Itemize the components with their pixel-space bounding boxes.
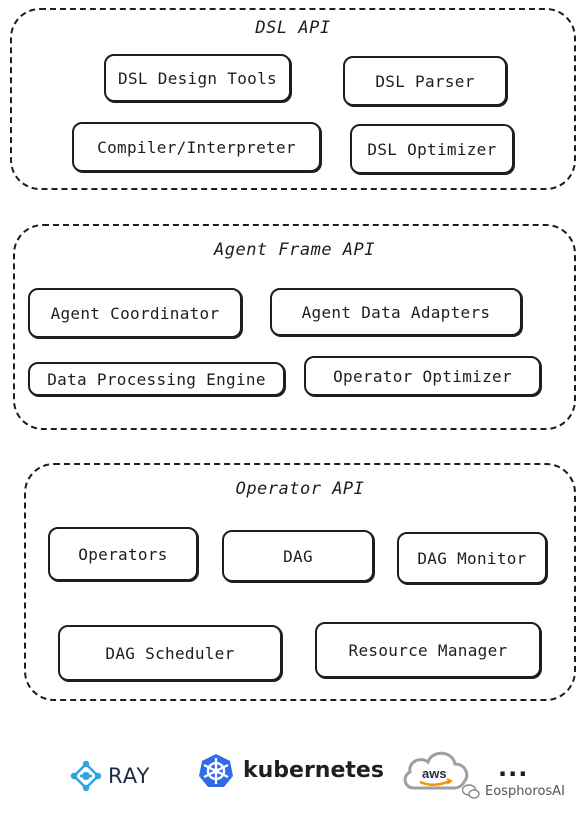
agent-frame-api-title: Agent Frame API (213, 240, 376, 260)
operator-api-title: Operator API (235, 479, 365, 499)
dsl-api-title: DSL API (255, 18, 331, 38)
aws-cloud-icon: aws (400, 744, 472, 798)
compiler-interpreter-box: Compiler/Interpreter (72, 122, 321, 172)
dag-monitor-box: DAG Monitor (397, 532, 547, 584)
operator-optimizer-box: Operator Optimizer (304, 356, 541, 396)
resource-manager-box: Resource Manager (315, 622, 541, 678)
more-platforms-ellipsis: ... (498, 754, 529, 782)
ray-logo-icon (68, 758, 104, 798)
dag-scheduler-box: DAG Scheduler (58, 625, 282, 681)
agent-data-adapters-box: Agent Data Adapters (270, 288, 522, 336)
ray-logo-text: RAY (108, 764, 151, 788)
operator-api-group: Operator API (24, 463, 576, 701)
agent-coordinator-box: Agent Coordinator (28, 288, 242, 338)
aws-logo-text: aws (422, 766, 447, 781)
dsl-optimizer-box: DSL Optimizer (350, 124, 514, 174)
kubernetes-logo-text: kubernetes (243, 758, 384, 783)
data-processing-engine-box: Data Processing Engine (28, 362, 285, 396)
agent-frame-api-group: Agent Frame API (13, 224, 576, 430)
platform-logos: RAY kubernetes aws ... EosphorosAI (0, 740, 586, 820)
dsl-api-group: DSL API (10, 8, 576, 190)
watermark-text: EosphorosAI (485, 784, 565, 799)
kubernetes-logo-icon (197, 752, 235, 794)
operators-box: Operators (48, 527, 198, 581)
dsl-parser-box: DSL Parser (343, 56, 507, 106)
wechat-icon (461, 784, 480, 804)
dag-box: DAG (222, 530, 374, 582)
dsl-design-tools-box: DSL Design Tools (104, 54, 291, 102)
